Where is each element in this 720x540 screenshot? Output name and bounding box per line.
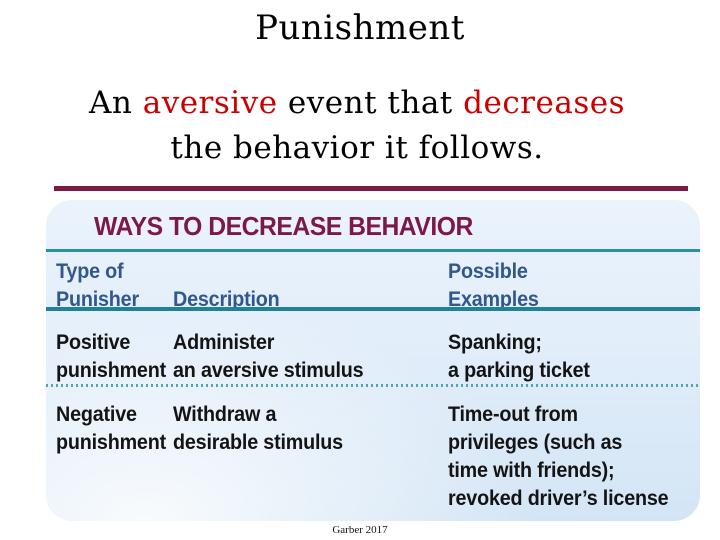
highlight-decreases: decreases (463, 85, 625, 121)
column-header-possible-examples: Possible Examples (448, 260, 539, 311)
row-positive-punishment-type: Positive punishment (56, 331, 166, 382)
row-positive-punishment-description: Administer an aversive stimulus (173, 331, 364, 382)
subtitle-line-1: An aversive event that decreases (0, 81, 714, 126)
divider-under-title (46, 249, 700, 252)
behavior-table-figure: WAYS TO DECREASE BEHAVIOR Type of Punish… (46, 186, 700, 526)
highlight-aversive: aversive (142, 85, 278, 121)
divider-under-headers (46, 307, 700, 311)
column-header-type-of-punisher: Type of Punisher (56, 260, 139, 311)
figure-top-rule (54, 186, 688, 191)
dotted-row-separator (46, 384, 700, 387)
table-panel: WAYS TO DECREASE BEHAVIOR Type of Punish… (46, 200, 700, 521)
subtitle-line-2: the behavior it follows. (170, 130, 544, 166)
subtitle-text: event that (277, 85, 464, 121)
slide-subtitle: An aversive event that decreases the beh… (0, 81, 714, 171)
slide-title: Punishment (255, 8, 465, 48)
subtitle-text: An (89, 85, 143, 121)
row-negative-punishment-description: Withdraw a desirable stimulus (173, 403, 343, 454)
row-positive-punishment-examples: Spanking; a parking ticket (448, 331, 590, 382)
row-negative-punishment-type: Negative punishment (56, 403, 166, 454)
source-credit: Garber 2017 (332, 524, 388, 536)
row-negative-punishment-examples: Time-out from privileges (such as time w… (448, 403, 669, 510)
table-title: WAYS TO DECREASE BEHAVIOR (94, 211, 473, 241)
column-header-description: Description (173, 288, 280, 311)
